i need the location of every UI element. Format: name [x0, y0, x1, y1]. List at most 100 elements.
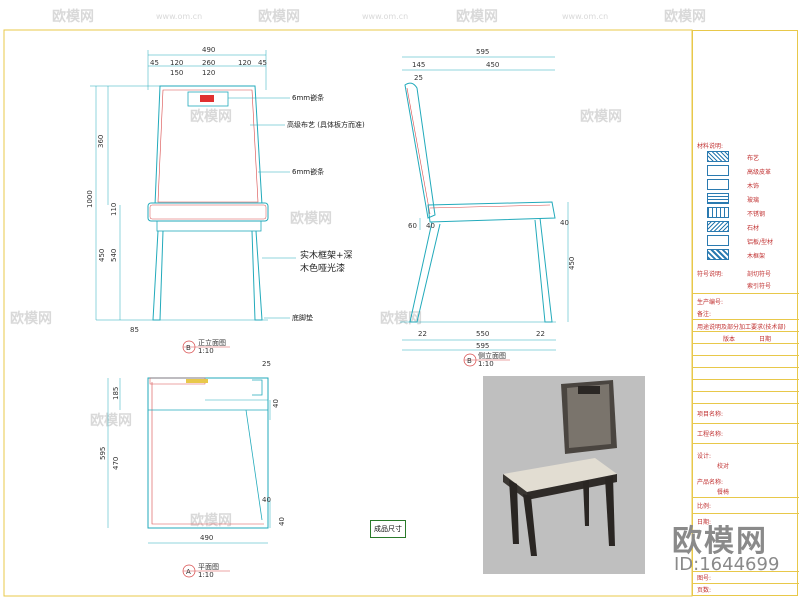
dim-text: 540 — [110, 249, 118, 262]
description-label: 用途说明及部分加工要求(技术部) — [697, 324, 786, 331]
date-label: 日期: — [697, 519, 712, 526]
title-block: 材料说明: 布艺 高级皮革 木饰 玻璃 不锈钢 石材 铝板/型材 木框架 符号说… — [692, 30, 799, 596]
watermark-logo: 欧模网 — [664, 9, 706, 25]
drawing-no-label: 图号: — [697, 575, 712, 582]
watermark-logo: 欧模网 — [90, 413, 132, 429]
dim-text: 40 — [426, 222, 435, 230]
dim-text: 85 — [130, 326, 139, 334]
view-label: 平面图 — [198, 563, 219, 571]
side-elevation — [400, 56, 569, 367]
brand-watermark: 欧模网 — [672, 524, 768, 559]
dim-text: 110 — [110, 203, 118, 216]
dim-text: 595 — [476, 48, 489, 56]
chair-render-icon — [503, 380, 617, 556]
view-mark: A — [186, 568, 191, 576]
dim-text: 490 — [202, 46, 215, 54]
front-elevation — [90, 50, 296, 354]
callout-text: 实木框架+深 — [300, 249, 353, 261]
col-header: 版本 — [723, 336, 736, 343]
watermark-logo: 欧模网 — [10, 311, 52, 327]
hatch-swatch-icon — [707, 151, 729, 162]
dim-text: 490 — [200, 534, 213, 542]
callout-text: 6mm嵌条 — [292, 93, 324, 102]
material-item: 石材 — [747, 225, 760, 232]
dim-text: 595 — [99, 447, 107, 460]
view-mark: B — [186, 344, 191, 352]
dim-text: 40 — [272, 399, 280, 408]
dim-text: 22 — [418, 330, 427, 338]
dim-text: 60 — [408, 222, 417, 230]
dim-text: 25 — [262, 360, 271, 368]
dim-text: 120 — [170, 59, 183, 67]
chair-render-image — [483, 376, 645, 574]
watermark-logo: 欧模网 — [290, 211, 332, 227]
watermark-url: www.om.cn — [562, 12, 609, 21]
view-mark: B — [467, 357, 472, 365]
dim-text: 450 — [98, 249, 106, 262]
dim-text: 260 — [202, 59, 215, 67]
remarks-label: 备注: — [697, 311, 712, 318]
dim-text: 25 — [414, 74, 423, 82]
dim-text: 360 — [97, 135, 105, 148]
dim-text: 22 — [536, 330, 545, 338]
dim-text: 550 — [476, 330, 489, 338]
dim-text: 595 — [476, 342, 489, 350]
dim-text: 145 — [412, 61, 425, 69]
material-item: 木框架 — [747, 253, 766, 260]
col-header: 日期 — [759, 336, 772, 343]
dim-text: 185 — [112, 387, 120, 400]
watermark-logo: 欧模网 — [190, 513, 232, 529]
view-scale: 1:10 — [198, 347, 214, 355]
plan-view — [107, 377, 271, 578]
stamp-box: 成品尺寸 — [370, 520, 406, 538]
dim-text: 45 — [150, 59, 159, 67]
materials-header: 材料说明: — [697, 143, 724, 150]
callout-text: 6mm嵌条 — [292, 167, 324, 176]
view-scale: 1:10 — [478, 360, 494, 368]
watermark-logo: 欧模网 — [190, 109, 232, 125]
callout-text: 底脚垫 — [292, 313, 313, 322]
designer-label: 设计: — [697, 453, 712, 460]
callout-text: 高级布艺 (具体板方而准) — [287, 120, 365, 129]
scale-label: 比例: — [697, 503, 712, 510]
project-label: 项目名称: — [697, 411, 724, 418]
dim-text: 120 — [202, 69, 215, 77]
dim-text: 40 — [262, 496, 271, 504]
material-item: 玻璃 — [747, 197, 760, 204]
product-name-value: 餐椅 — [717, 489, 730, 496]
material-item: 布艺 — [747, 155, 760, 162]
symbol-header: 符号说明: — [697, 271, 724, 278]
product-name-label: 产品名称: — [697, 479, 724, 486]
material-item: 木饰 — [747, 183, 760, 190]
hatch-swatch-icon — [707, 165, 729, 176]
watermark-logo: 欧模网 — [580, 109, 622, 125]
dim-text: 1000 — [86, 190, 94, 208]
material-item: 不锈钢 — [747, 211, 766, 218]
hatch-swatch-icon — [707, 249, 729, 260]
symbol-item: 索引符号 — [747, 283, 772, 290]
checker-label: 校对 — [717, 463, 730, 470]
hatch-swatch-icon — [707, 179, 729, 190]
callout-text: 木色哑光漆 — [300, 262, 345, 274]
brand-id: ID:1644699 — [674, 554, 780, 575]
dim-text: 40 — [560, 219, 569, 227]
hatch-swatch-icon — [707, 207, 729, 218]
watermark-logo: 欧模网 — [258, 9, 300, 25]
view-label: 侧立面图 — [478, 351, 506, 360]
material-item: 铝板/型材 — [747, 239, 774, 246]
production-no-label: 生产编号: — [697, 299, 724, 306]
hatch-swatch-icon — [707, 193, 729, 204]
watermark-url: www.om.cn — [362, 12, 409, 21]
dim-text: 450 — [568, 257, 576, 270]
dim-text: 450 — [486, 61, 499, 69]
symbol-item: 剖切符号 — [747, 271, 772, 278]
view-label: 正立面图 — [198, 338, 226, 347]
view-scale: 1:10 — [198, 571, 214, 579]
watermark-logo: 欧模网 — [456, 9, 498, 25]
page-no-label: 页数: — [697, 587, 712, 594]
material-item: 高级皮革 — [747, 169, 772, 176]
dim-text: 470 — [112, 457, 120, 470]
drawing-title-label: 工程名称: — [697, 431, 724, 438]
